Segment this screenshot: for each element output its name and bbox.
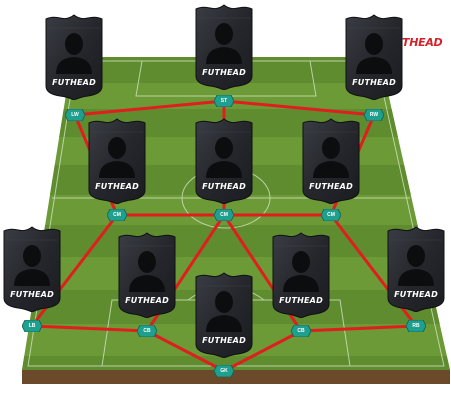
card-background xyxy=(45,14,103,100)
futhead-watermark: THEAD xyxy=(402,36,443,49)
card-brand-text: FUTHEAD xyxy=(10,290,54,299)
position-badge-lw[interactable]: LW xyxy=(65,109,85,121)
position-badge-rw[interactable]: RW xyxy=(364,109,384,121)
position-badge-shape xyxy=(291,325,311,337)
player-silhouette-icon xyxy=(129,251,165,292)
card-background xyxy=(387,226,445,312)
player-card-cm-right[interactable]: FUTHEAD xyxy=(301,118,361,204)
card-brand-text: FUTHEAD xyxy=(279,296,323,305)
card-brand-text: FUTHEAD xyxy=(52,78,96,87)
player-silhouette-icon xyxy=(356,33,392,74)
position-badge-shape xyxy=(406,320,426,332)
player-silhouette-icon xyxy=(398,245,434,286)
position-label: RB xyxy=(412,323,420,329)
player-silhouette-icon xyxy=(283,251,319,292)
card-brand-text: FUTHEAD xyxy=(202,68,246,77)
player-card-rw[interactable]: FUTHEAD xyxy=(344,14,404,100)
chemistry-link xyxy=(31,324,148,333)
position-badge-cm-left[interactable]: CM xyxy=(107,209,127,221)
player-card-st[interactable]: FUTHEAD xyxy=(194,4,254,90)
position-badge-shape xyxy=(22,320,42,332)
position-label: CB xyxy=(297,328,305,334)
chemistry-link xyxy=(74,99,225,117)
pitch-soil-edge xyxy=(22,370,450,384)
player-card-gk[interactable]: FUTHEAD xyxy=(194,272,254,358)
position-badge-shape xyxy=(214,95,234,107)
card-background xyxy=(195,118,253,204)
player-card-cb-right[interactable]: FUTHEAD xyxy=(271,232,331,318)
position-badge-cb-right[interactable]: CB xyxy=(291,325,311,337)
player-silhouette-icon xyxy=(313,137,349,178)
position-badge-shape xyxy=(137,325,157,337)
card-background xyxy=(345,14,403,100)
card-brand-text: FUTHEAD xyxy=(202,336,246,345)
position-label: LW xyxy=(71,112,79,118)
position-badge-shape xyxy=(214,209,234,221)
position-label: CB xyxy=(143,328,151,334)
player-silhouette-icon xyxy=(99,137,135,178)
card-brand-text: FUTHEAD xyxy=(125,296,169,305)
position-label: LB xyxy=(28,323,36,329)
position-badge-cm-center[interactable]: CM xyxy=(214,209,234,221)
position-badge-shape xyxy=(321,209,341,221)
card-background xyxy=(88,118,146,204)
chemistry-link xyxy=(146,329,225,373)
position-badge-shape xyxy=(364,109,384,121)
card-brand-text: FUTHEAD xyxy=(352,78,396,87)
position-badge-gk[interactable]: GK xyxy=(214,365,234,377)
card-brand-text: FUTHEAD xyxy=(95,182,139,191)
position-label: ST xyxy=(220,98,228,104)
chemistry-link xyxy=(223,329,302,373)
position-badge-shape xyxy=(65,109,85,121)
player-silhouette-icon xyxy=(14,245,50,286)
position-badge-st[interactable]: ST xyxy=(214,95,234,107)
player-card-cm-left[interactable]: FUTHEAD xyxy=(87,118,147,204)
player-silhouette-icon xyxy=(206,23,242,64)
position-badge-rb[interactable]: RB xyxy=(406,320,426,332)
card-background xyxy=(195,4,253,90)
player-silhouette-icon xyxy=(206,137,242,178)
player-silhouette-icon xyxy=(56,33,92,74)
position-badge-shape xyxy=(214,365,234,377)
player-card-cb-left[interactable]: FUTHEAD xyxy=(117,232,177,318)
player-silhouette-icon xyxy=(206,291,242,332)
card-background xyxy=(272,232,330,318)
player-card-lw[interactable]: FUTHEAD xyxy=(44,14,104,100)
player-card-rb[interactable]: FUTHEAD xyxy=(386,226,446,312)
position-label: CM xyxy=(220,212,228,218)
card-brand-text: FUTHEAD xyxy=(202,182,246,191)
card-background xyxy=(118,232,176,318)
position-label: CM xyxy=(327,212,335,218)
position-label: CM xyxy=(113,212,121,218)
position-badge-lb[interactable]: LB xyxy=(22,320,42,332)
player-card-lb[interactable]: FUTHEAD xyxy=(2,226,62,312)
chemistry-link xyxy=(223,99,375,117)
chemistry-link xyxy=(300,324,417,333)
card-background xyxy=(302,118,360,204)
position-label: RW xyxy=(369,112,379,118)
card-brand-text: FUTHEAD xyxy=(394,290,438,299)
card-background xyxy=(3,226,61,312)
position-badge-cb-left[interactable]: CB xyxy=(137,325,157,337)
position-label: GK xyxy=(220,368,228,374)
player-card-cm-center[interactable]: FUTHEAD xyxy=(194,118,254,204)
card-brand-text: FUTHEAD xyxy=(309,182,353,191)
card-background xyxy=(195,272,253,358)
position-badge-cm-right[interactable]: CM xyxy=(321,209,341,221)
position-badge-shape xyxy=(107,209,127,221)
